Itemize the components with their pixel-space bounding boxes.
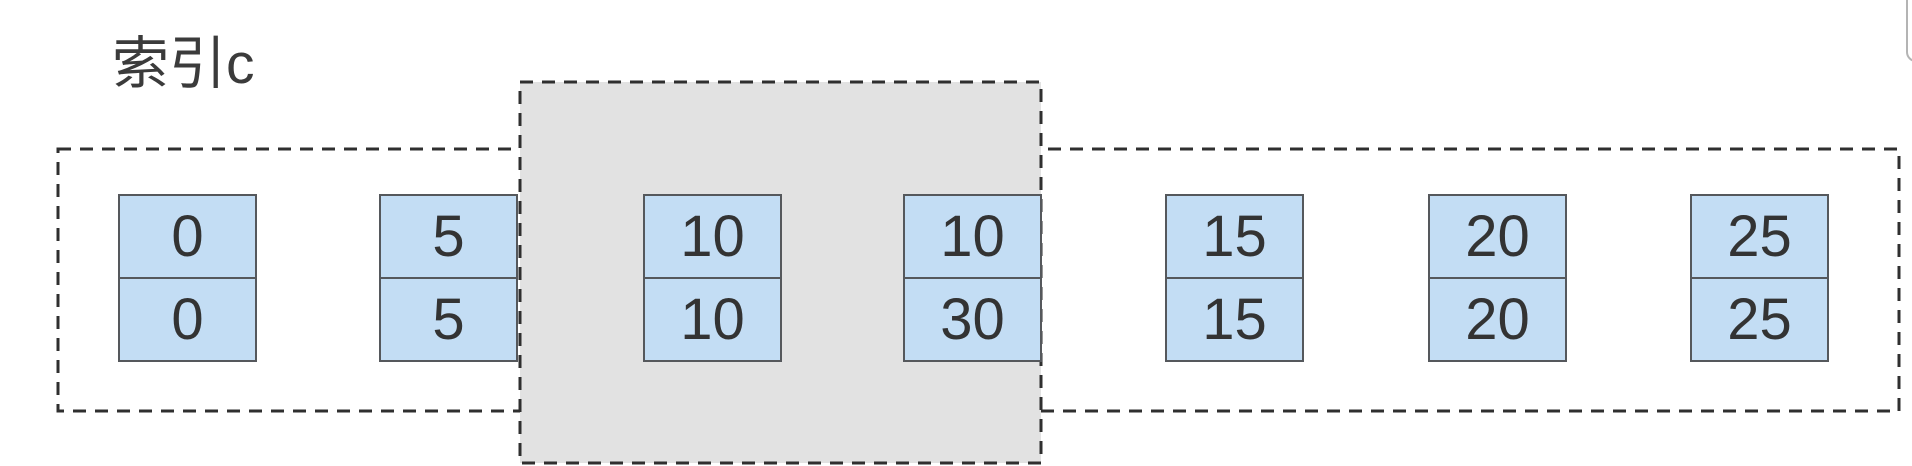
- index-key-cell: 10: [643, 194, 782, 279]
- index-value-cell: 15: [1165, 277, 1304, 362]
- index-key-cell: 20: [1428, 194, 1567, 279]
- page-title: 索引c: [112, 32, 255, 96]
- index-key-cell: 10: [903, 194, 1042, 279]
- index-value-cell: 0: [118, 277, 257, 362]
- index-entry-6: 25 25: [1690, 194, 1829, 362]
- index-value-cell: 30: [903, 277, 1042, 362]
- index-value-cell: 10: [643, 277, 782, 362]
- index-entry-2: 10 10: [643, 194, 782, 362]
- index-key-cell: 0: [118, 194, 257, 279]
- index-value-cell: 5: [379, 277, 518, 362]
- index-value-cell: 20: [1428, 277, 1567, 362]
- index-key-cell: 15: [1165, 194, 1304, 279]
- index-key-cell: 25: [1690, 194, 1829, 279]
- index-entry-3: 10 30: [903, 194, 1042, 362]
- index-entry-4: 15 15: [1165, 194, 1304, 362]
- index-key-cell: 5: [379, 194, 518, 279]
- index-entry-0: 0 0: [118, 194, 257, 362]
- scrollbar-thumb[interactable]: [1906, 0, 1912, 62]
- index-value-cell: 25: [1690, 277, 1829, 362]
- index-entry-1: 5 5: [379, 194, 518, 362]
- index-entry-5: 20 20: [1428, 194, 1567, 362]
